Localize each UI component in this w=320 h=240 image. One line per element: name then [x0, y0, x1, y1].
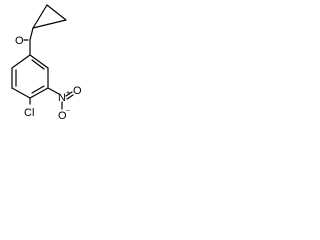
nitro-nitrogen-charge: +	[66, 90, 70, 97]
benzene-inner-bond-2	[31, 85, 45, 94]
cyclopropyl-bond-left	[32, 4, 48, 29]
nitro-nitrogen-label: N	[58, 92, 66, 104]
benzene-bond-1	[29, 54, 49, 69]
benzene-ring	[11, 54, 49, 99]
ring-to-carbonyl-bond	[29, 27, 34, 41]
nitro-bond	[47, 87, 60, 95]
benzene-bond-4	[11, 87, 31, 99]
cyclopropyl-ring	[32, 4, 67, 29]
nitro-oxygen-right-label: O	[73, 85, 82, 97]
nitro-oxygen-bottom-label: O	[58, 110, 67, 122]
benzene-bond-3	[29, 87, 49, 99]
cyclopropyl-bond-top	[46, 4, 67, 21]
nitro-oxygen-bottom-charge: −	[66, 108, 70, 115]
benzene-bond-6	[11, 54, 31, 69]
chemical-structure: O Cl N + O O −	[11, 4, 82, 122]
nitro-oxygen-right-double-bond	[66, 94, 74, 100]
carbonyl-oxygen-label: O	[15, 35, 24, 47]
cyclopropyl-bond-bottom	[32, 19, 67, 29]
nitro-oxygen-right-bond	[65, 91, 73, 97]
benzene-inner-bond-1	[31, 59, 45, 70]
chlorine-label: Cl	[24, 107, 34, 119]
